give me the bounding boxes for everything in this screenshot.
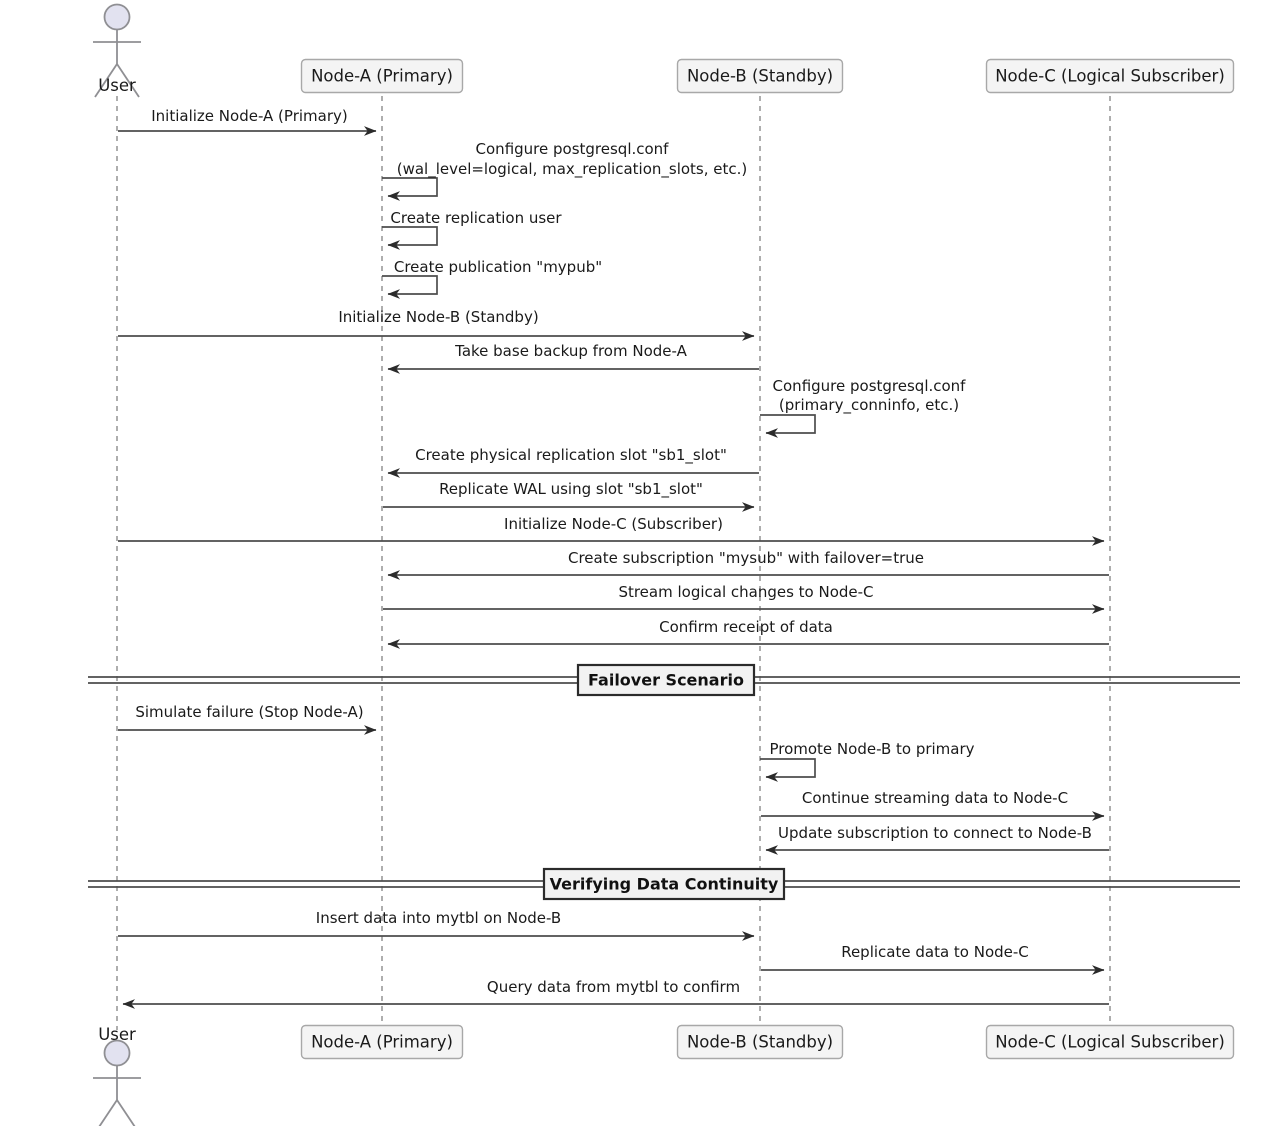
message-label: Replicate data to Node-C [841,943,1029,961]
message-label: Take base backup from Node-A [454,342,687,360]
message-m16[interactable]: Continue streaming data to Node-C [761,789,1105,821]
message-m15[interactable]: Promote Node-B to primary [760,740,975,782]
participant-box-nodeb[interactable]: Node-B (Standby) [676,58,844,94]
message-m11[interactable]: Create subscription "mysub" with failove… [387,549,1109,580]
participant-label-nodec: Node-C (Logical Subscriber) [995,1033,1225,1052]
actor-label-user: User [98,1025,136,1044]
participant-label-nodea: Node-A (Primary) [311,1033,453,1052]
message-m7[interactable]: Configure postgresql.conf(primary_connin… [760,377,967,438]
divider-label-box [576,663,756,697]
message-arrow [382,275,438,299]
message-label: Initialize Node-B (Standby) [338,308,538,326]
participant-box-bg [985,58,1235,94]
message-m8[interactable]: Create physical replication slot "sb1_sl… [387,446,759,478]
message-m20[interactable]: Query data from mytbl to confirm [122,978,1109,1009]
message-label: Continue streaming data to Node-C [802,789,1068,807]
actor-head-icon [103,1039,131,1067]
messages-layer: Initialize Node-A (Primary) Configure pos… [118,107,1109,1009]
message-label: Initialize Node-C (Subscriber) [504,515,723,533]
message-m17[interactable]: Update subscription to connect to Node-B [765,824,1109,855]
message-m19[interactable]: Replicate data to Node-C [761,943,1105,975]
participant-box-nodea[interactable]: Node-A (Primary) [300,1024,464,1060]
participant-box-bg [300,1024,464,1060]
message-label: Simulate failure (Stop Node-A) [135,703,363,721]
actor-leg-left [98,1099,118,1126]
message-m2[interactable]: Configure postgresql.conf (wal_level=logi… [382,140,748,201]
message-m4[interactable]: Create publication "mypub" [382,258,602,299]
message-m3[interactable]: Create replication user [382,209,562,250]
message-arrow [760,414,816,438]
message-label: Configure postgresql.conf [476,140,670,158]
participant-box-bg [985,1024,1235,1060]
message-m10[interactable]: Initialize Node-C (Subscriber) [118,515,1105,546]
message-label-line2: (wal_level=logical, max_replication_slot… [397,160,748,179]
participant-label-nodec: Node-C (Logical Subscriber) [995,67,1225,86]
participant-label-nodea: Node-A (Primary) [311,67,453,86]
participant-label-nodeb: Node-B (Standby) [687,67,833,86]
actor-label-user: User [98,76,136,95]
message-label: Promote Node-B to primary [769,740,974,758]
message-label: Create publication "mypub" [394,258,602,276]
message-label: Create physical replication slot "sb1_sl… [415,446,727,465]
participant-box-nodec[interactable]: Node-C (Logical Subscriber) [985,1024,1235,1060]
actor-leg-right [116,1099,136,1126]
message-label: Stream logical changes to Node-C [618,583,873,601]
actor-leg-left [94,63,118,98]
message-m5[interactable]: Initialize Node-B (Standby) [118,308,755,341]
message-arrow [382,226,438,250]
message-m18[interactable]: Insert data into mytbl on Node-B [118,909,755,941]
message-arrow [760,758,816,782]
participant-box-nodec[interactable]: Node-C (Logical Subscriber) [985,58,1235,94]
message-label: Confirm receipt of data [659,618,833,636]
divider-label: Failover Scenario [588,671,744,690]
message-label-line2: (primary_conninfo, etc.) [779,396,959,415]
participant-box-bg [300,58,464,94]
message-label: Insert data into mytbl on Node-B [316,909,561,927]
message-arrow [382,177,438,201]
actor-user[interactable]: User [93,1025,141,1126]
message-m1[interactable]: Initialize Node-A (Primary) [118,107,377,136]
message-label: Create replication user [390,209,562,227]
divider-label: Verifying Data Continuity [550,875,779,894]
message-m12[interactable]: Stream logical changes to Node-C [383,583,1105,614]
actor-user[interactable]: User [93,3,141,98]
message-label: Replicate WAL using slot "sb1_slot" [439,480,703,499]
message-m13[interactable]: Confirm receipt of data [387,618,1109,649]
participant-box-nodea[interactable]: Node-A (Primary) [300,58,464,94]
message-label: Configure postgresql.conf [773,377,967,395]
message-label: Update subscription to connect to Node-B [778,824,1092,842]
participant-box-bg [676,58,844,94]
divider-label-box [542,867,786,901]
participant-label-nodeb: Node-B (Standby) [687,1033,833,1052]
actor-head-icon [103,3,131,31]
participant-box-bg [676,1024,844,1060]
message-label: Query data from mytbl to confirm [487,978,740,996]
message-m14[interactable]: Simulate failure (Stop Node-A) [118,703,377,735]
divider-d1: Failover Scenario [88,663,1240,697]
message-m6[interactable]: Take base backup from Node-A [387,342,759,374]
message-label: Initialize Node-A (Primary) [151,107,347,125]
divider-d2: Verifying Data Continuity [88,867,1240,901]
actor-leg-right [116,63,140,98]
participant-box-nodeb[interactable]: Node-B (Standby) [676,1024,844,1060]
message-label: Create subscription "mysub" with failove… [568,549,924,567]
message-m9[interactable]: Replicate WAL using slot "sb1_slot" [383,480,755,512]
